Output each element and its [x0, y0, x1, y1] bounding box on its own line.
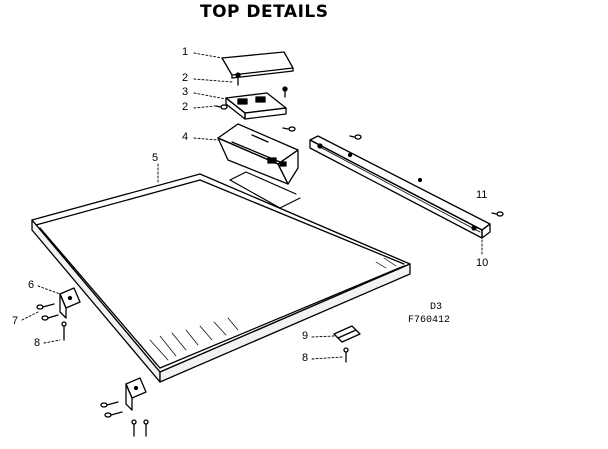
callout-7: 7 [12, 315, 19, 327]
lower-corner-bracket-assembly [100, 377, 149, 437]
part-11-side-rail [309, 134, 504, 239]
callout-3: 3 [182, 86, 189, 98]
callout-2-lower: 2 [182, 101, 189, 113]
callout-1: 1 [182, 46, 189, 58]
part-6-corner-bracket-upper [59, 287, 81, 319]
callout-8-left: 8 [34, 337, 41, 349]
callout-6: 6 [28, 279, 35, 291]
leader-lines [21, 52, 483, 360]
part-5-top-panel [31, 171, 411, 383]
part-8-screw-left [61, 321, 67, 341]
part-4-hinge-housing [217, 123, 299, 185]
callout-9: 9 [302, 330, 309, 342]
part-1-cover-plate [221, 51, 294, 79]
diagram-code: D3 [430, 302, 443, 313]
part-9-clip [333, 325, 361, 343]
callout-2-upper: 2 [182, 72, 189, 84]
part-3-hinge-bracket [225, 92, 287, 120]
part-8-screw-right [343, 347, 349, 363]
callout-8-right: 8 [302, 352, 309, 364]
figure-number: F760412 [408, 315, 451, 326]
part-7-screws-upper [36, 303, 59, 321]
diagram-title: TOP DETAILS [200, 2, 329, 22]
callout-5: 5 [152, 152, 159, 164]
callout-4: 4 [182, 131, 189, 143]
callout-10: 10 [476, 257, 489, 269]
part-2-lower-screws [215, 104, 296, 132]
callout-11: 11 [476, 189, 488, 201]
part-2-upper-screws [235, 72, 288, 98]
